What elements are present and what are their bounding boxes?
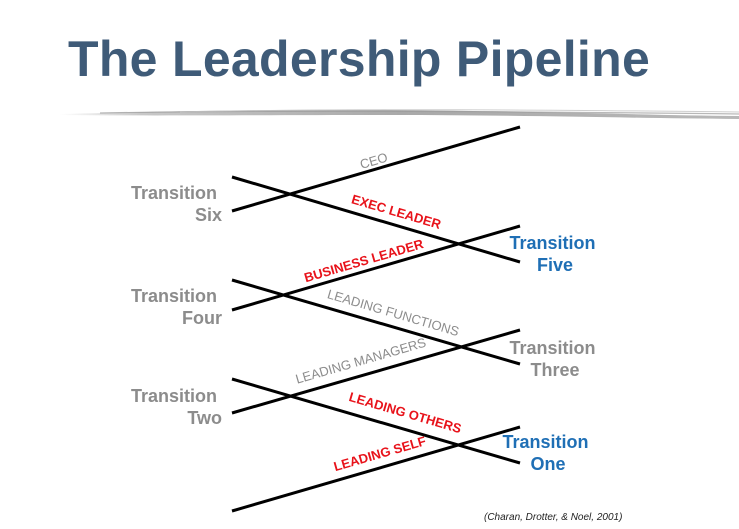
title-divider bbox=[60, 109, 739, 119]
transition-one-line2: One bbox=[530, 454, 565, 474]
transition-six-line2: Six bbox=[195, 205, 222, 225]
pipeline-line-ceo bbox=[231, 125, 521, 213]
transition-three-label: Transition Three bbox=[509, 338, 600, 380]
transition-two-line1: Transition bbox=[131, 386, 217, 406]
transition-six-line1: Transition bbox=[131, 183, 217, 203]
transition-three-line2: Three bbox=[530, 360, 579, 380]
pipeline-line-exec bbox=[231, 175, 521, 264]
pipeline-line-self bbox=[231, 425, 521, 513]
passage-ceo: CEO bbox=[358, 150, 389, 172]
transition-two-label: Transition Two bbox=[131, 386, 222, 428]
transition-four-line1: Transition bbox=[131, 286, 217, 306]
transition-five-line1: Transition bbox=[509, 233, 595, 253]
pipeline-line-functions bbox=[231, 278, 521, 366]
transition-two-line2: Two bbox=[187, 408, 222, 428]
transition-three-line1: Transition bbox=[509, 338, 595, 358]
transition-one-label: Transition One bbox=[502, 432, 593, 474]
transition-five-label: Transition Five bbox=[509, 233, 600, 275]
pipeline-line-managers bbox=[231, 328, 521, 415]
transition-four-label: Transition Four bbox=[131, 286, 222, 328]
transition-six-label: Transition Six bbox=[131, 183, 222, 225]
passage-business-leader: BUSINESS LEADER bbox=[302, 236, 425, 285]
transition-one-line1: Transition bbox=[502, 432, 588, 452]
passage-leading-managers: LEADING MANAGERS bbox=[294, 335, 428, 387]
slide-title: The Leadership Pipeline bbox=[68, 31, 651, 87]
transition-four-line2: Four bbox=[182, 308, 222, 328]
pipeline-line-business bbox=[231, 224, 521, 312]
transition-five-line2: Five bbox=[537, 255, 573, 275]
citation: (Charan, Drotter, & Noel, 2001) bbox=[484, 512, 623, 523]
pipeline-line-others bbox=[231, 377, 521, 465]
